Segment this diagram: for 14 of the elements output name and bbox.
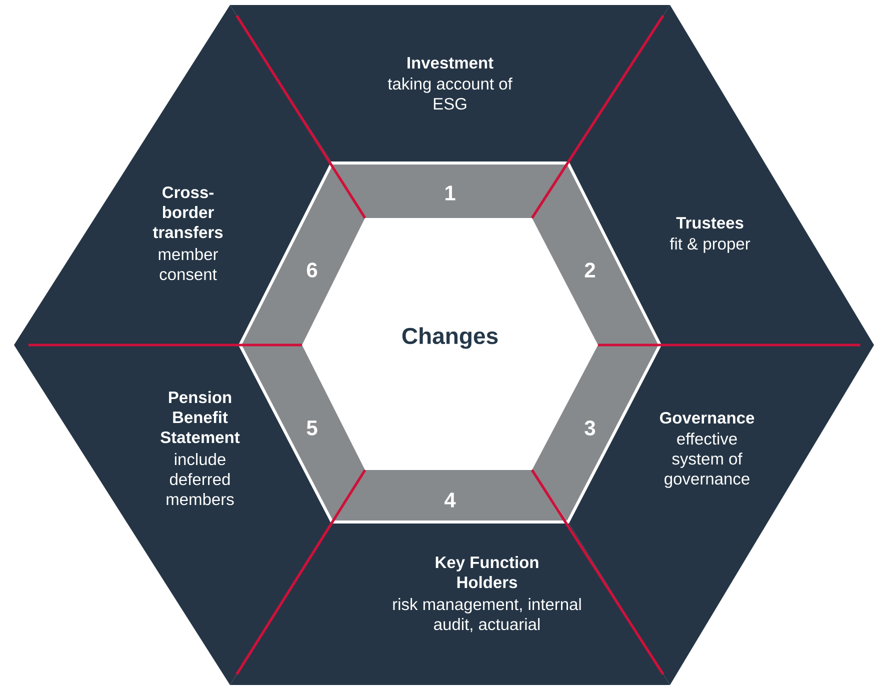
ring-segment: 1 xyxy=(332,163,568,218)
ring-segment: 2 xyxy=(532,163,660,345)
ring-segment: 4 xyxy=(332,470,568,522)
segment: Key Function Holders risk management, internal audit, actuarial xyxy=(230,522,670,685)
segment: Investment taking account of ESG xyxy=(230,5,670,163)
center-label: Changes xyxy=(402,327,498,349)
ring-segment: 6 xyxy=(240,163,365,345)
node-label: Key Function Holders xyxy=(436,556,538,588)
ring-segment: 3 xyxy=(532,345,660,522)
node-label: 1 xyxy=(445,186,456,200)
ring-segment: 5 xyxy=(240,345,365,522)
node-label: Investment xyxy=(408,57,494,69)
node-label: taking account of ESG xyxy=(388,78,512,110)
node-label: 4 xyxy=(444,492,456,508)
